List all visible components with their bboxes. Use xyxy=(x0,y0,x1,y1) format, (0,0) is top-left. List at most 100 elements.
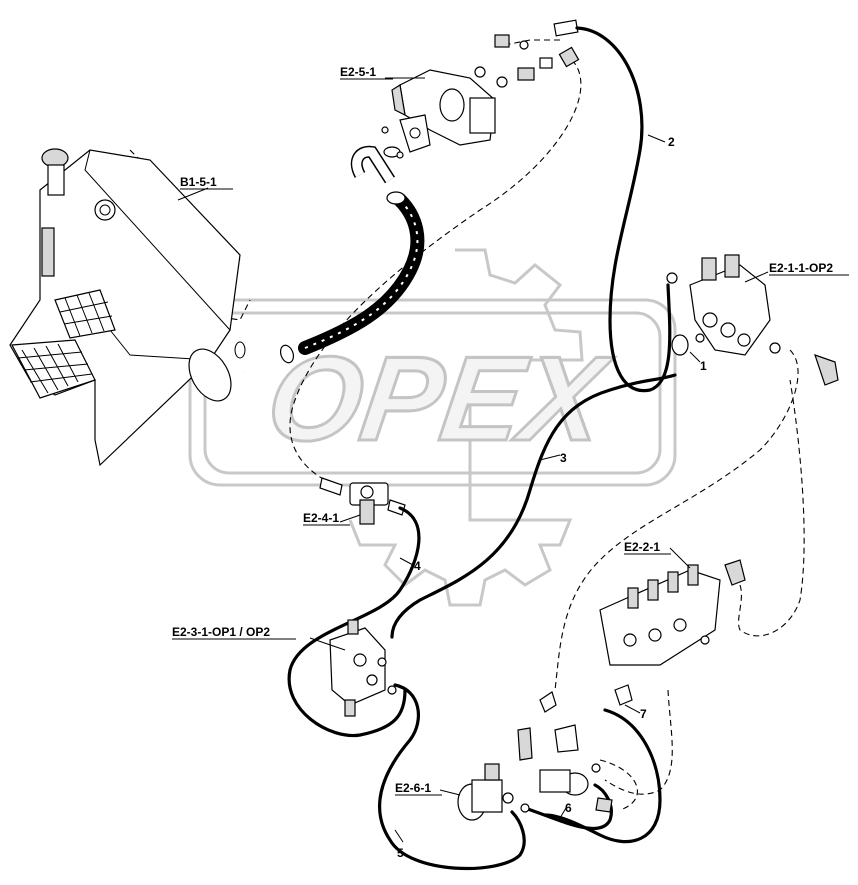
e231-body xyxy=(329,627,386,706)
valve-port-1 xyxy=(702,312,718,328)
hose-3 xyxy=(390,373,677,639)
e231-port-2 xyxy=(366,674,378,686)
dashed-right-loop xyxy=(738,379,805,637)
valve-spool-2 xyxy=(724,254,740,278)
pump-fitting-4 xyxy=(558,46,580,68)
pump-oring-1 xyxy=(474,66,486,78)
tank-lower-edge xyxy=(109,329,211,361)
hose-4 xyxy=(287,506,421,738)
e221-spool-3 xyxy=(667,571,679,593)
e231-port-1 xyxy=(353,653,367,667)
e221-body xyxy=(599,569,721,666)
e231-fitting-2 xyxy=(387,685,397,695)
valve-block-e2-3-1 xyxy=(329,619,397,717)
watermark-text: OPEX xyxy=(260,332,619,466)
hose-2-end-fitting xyxy=(553,19,579,37)
component-labels: B1-5-1 E2-5-1 E2-1-1-OP2 E2-4-1 E2-3-1-O… xyxy=(172,65,849,796)
callout-1: 1 xyxy=(700,359,707,373)
hose-2 xyxy=(575,26,672,393)
hydraulic-pump xyxy=(381,19,580,159)
valve-body xyxy=(689,264,771,356)
hose-clamp-upper xyxy=(386,191,406,205)
dashed-e261-link xyxy=(599,759,638,811)
suction-port-bolt xyxy=(234,341,246,359)
hose-5 xyxy=(378,683,526,871)
label-valve-bottom: E2-6-1 xyxy=(395,781,431,795)
step-grating xyxy=(11,289,116,399)
e221-fitting xyxy=(700,635,710,645)
label-valve-left: E2-4-1 xyxy=(303,511,339,525)
hose-6 xyxy=(523,783,613,831)
dashed-return-line xyxy=(289,59,582,486)
pump-bolt-1 xyxy=(381,126,389,134)
suction-hose-body xyxy=(298,193,425,355)
e231-fitting-1 xyxy=(377,657,387,667)
valve-fitting-top xyxy=(666,272,678,284)
label-valve-top-right: E2-1-1-OP2 xyxy=(769,261,833,275)
valve-port-2 xyxy=(720,322,736,338)
e241-port xyxy=(360,485,374,499)
valve-elbow-left xyxy=(671,334,689,356)
valve-e2-4-1 xyxy=(319,477,406,525)
e241-fitting-right xyxy=(387,499,406,516)
callout-numbers: 2 1 3 4 5 6 7 xyxy=(397,135,707,860)
pump-bolt-2 xyxy=(396,151,404,159)
e261-body xyxy=(471,779,503,813)
e221-spool-2 xyxy=(647,579,659,601)
valve-spool-1 xyxy=(701,257,717,281)
e261-filter-body xyxy=(539,769,571,793)
hose-clamp-lower xyxy=(279,344,295,364)
callout-2: 2 xyxy=(668,135,675,149)
valve-fitting-right xyxy=(769,342,781,354)
pump-oring-3 xyxy=(519,40,529,50)
e241-fitting-left xyxy=(319,477,343,496)
e261-top-fitting xyxy=(484,763,500,781)
pump-rear-cover xyxy=(469,97,496,134)
callout-5: 5 xyxy=(397,846,404,860)
e261-port xyxy=(502,792,514,804)
e231-spool-bottom xyxy=(344,699,356,717)
leader-lines xyxy=(177,77,769,843)
callout-3: 3 xyxy=(560,451,567,465)
pump-fitting-1 xyxy=(494,34,510,48)
e221-port-3 xyxy=(673,618,687,632)
label-valve-bottom-right: E2-2-1 xyxy=(624,540,660,554)
pump-fitting-2 xyxy=(517,67,535,81)
pump-fitting-3 xyxy=(539,57,553,69)
pump-gear-section xyxy=(439,88,465,122)
valve-fitting-lower xyxy=(695,333,705,343)
sight-gauge xyxy=(41,227,55,277)
e261-nipple xyxy=(595,797,613,813)
e221-lower-fitting xyxy=(614,684,633,706)
e241-lower xyxy=(359,499,375,525)
dashed-valve-link xyxy=(554,349,799,691)
valve-port-3 xyxy=(737,333,751,347)
label-valve-block-left: E2-3-1-OP1 / OP2 xyxy=(172,625,270,639)
pump-flange xyxy=(399,114,431,153)
hydraulic-tank xyxy=(9,148,246,467)
breather-inner xyxy=(99,204,111,216)
filler-neck xyxy=(47,164,65,196)
valve-elbow-right xyxy=(814,354,839,386)
e261-valve-stem xyxy=(517,727,533,761)
callout-4: 4 xyxy=(414,559,421,573)
suction-port-flange xyxy=(188,348,232,402)
label-pump: E2-5-1 xyxy=(340,65,376,79)
e231-spool-top xyxy=(347,619,359,635)
suction-hose xyxy=(243,145,425,376)
e221-port-2 xyxy=(648,628,662,642)
pump-side xyxy=(391,84,406,117)
tank-edge-line xyxy=(84,149,231,331)
e261-oring xyxy=(520,803,530,813)
e221-port-1 xyxy=(623,633,637,647)
valve-e2-6-1 xyxy=(457,691,613,821)
control-valve-top-right xyxy=(666,254,839,386)
e221-spool-4 xyxy=(687,564,699,586)
e261-small-oring xyxy=(591,763,601,773)
dashed-pump-link xyxy=(504,39,560,46)
callout-7: 7 xyxy=(640,707,647,721)
pump-oring-2 xyxy=(496,76,508,88)
valve-e2-2-1 xyxy=(599,559,746,706)
e261-bracket xyxy=(554,724,579,753)
